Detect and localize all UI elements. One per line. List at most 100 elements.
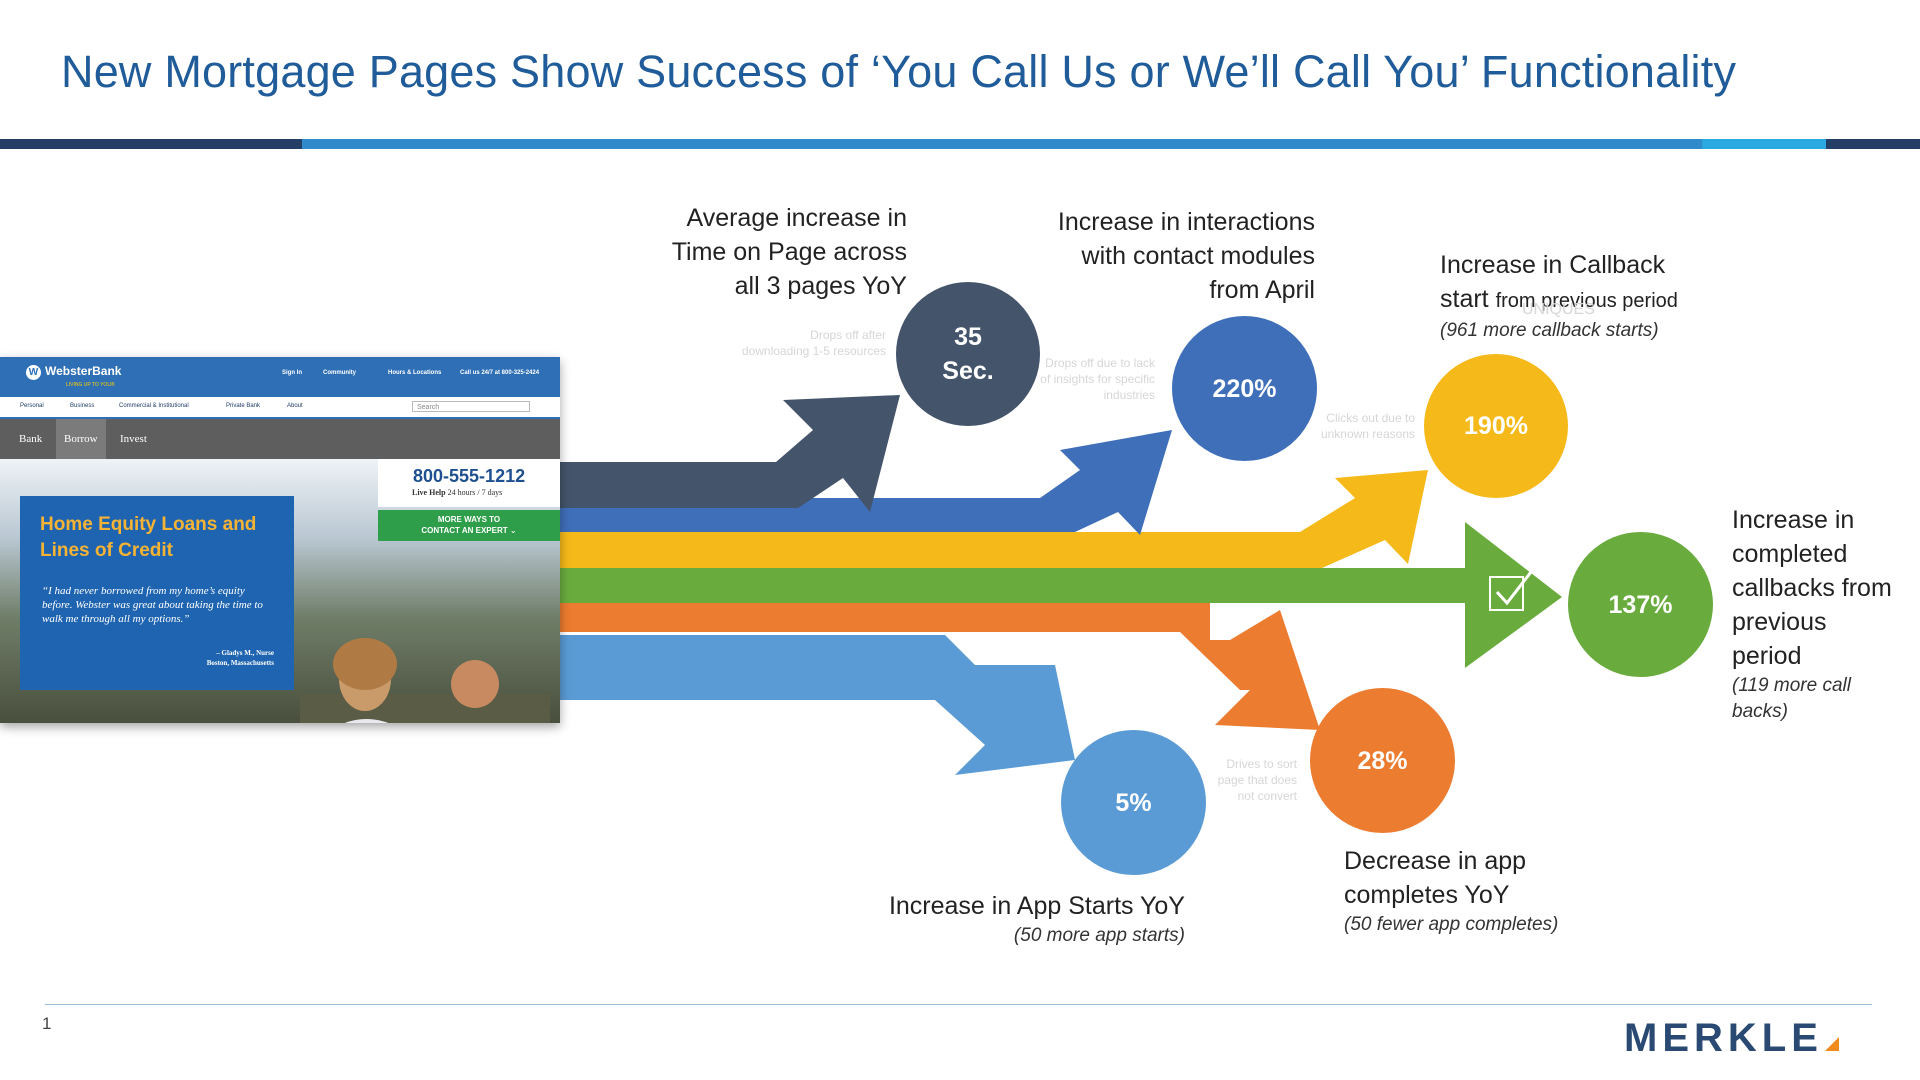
- site-hero-panel: Home Equity Loans and Lines of Credit “I…: [20, 496, 294, 690]
- site-phone-number: 800-555-1212: [413, 466, 526, 486]
- faint-line: page that does: [1217, 773, 1297, 787]
- arrow-app-completes: [550, 600, 1320, 730]
- label-line: callbacks from: [1732, 574, 1892, 602]
- site-hero-attribution: – Gladys M., Nurse Boston, Massachusetts: [207, 648, 274, 668]
- site-call-link: Call us 24/7 at 800-325-2424: [460, 370, 540, 376]
- site-nav-personal: Personal: [20, 403, 44, 409]
- label-line: Time on Page across: [671, 238, 907, 266]
- stat-callback-start-label: Increase in Callback start from previous…: [1440, 248, 1760, 344]
- label-small: from previous period: [1495, 290, 1678, 312]
- chevron-down-icon: ⌄: [509, 526, 517, 535]
- bubble-interactions: 220%: [1172, 316, 1317, 461]
- site-nav-business: Business: [70, 403, 95, 409]
- stat-interactions-label: Increase in interactions with contact mo…: [1020, 205, 1315, 307]
- faint-line: Drops off after: [810, 328, 886, 342]
- arrow-interactions: [550, 430, 1172, 535]
- header-band-left: [0, 139, 302, 149]
- site-tab-bank: Bank: [19, 433, 43, 445]
- more-ways-line2-text: CONTACT AN EXPERT: [421, 526, 508, 535]
- site-logo: W WebsterBank: [26, 364, 121, 380]
- faint-line: Clicks out due to: [1326, 411, 1415, 425]
- label-line: start from previous period: [1440, 282, 1760, 318]
- attribution-name: – Gladys M., Nurse: [216, 649, 274, 657]
- label-line: completed: [1732, 540, 1848, 568]
- faint-line: Drops off due to lack: [1045, 356, 1155, 370]
- bubble-value: 137%: [1608, 590, 1673, 619]
- bubble-value: 28%: [1357, 746, 1408, 775]
- faint-line: not convert: [1237, 789, 1297, 803]
- label-line: Increase in Callback: [1440, 251, 1666, 279]
- header-band-right: [1826, 139, 1920, 149]
- stat-app-completes-label: Decrease in app completes YoY (50 fewer …: [1344, 844, 1644, 938]
- site-tagline: LIVING UP TO YOU®: [66, 382, 115, 388]
- label-line: period: [1732, 642, 1802, 670]
- faint-line: Drives to sort: [1226, 757, 1297, 771]
- bubble-app-completes: 28%: [1310, 688, 1455, 833]
- header-band-middle: [302, 139, 1702, 149]
- stat-completed-callbacks-label: Increase in completed callbacks from pre…: [1732, 503, 1912, 725]
- page-number: 1: [42, 1014, 52, 1033]
- label-line: previous: [1732, 608, 1827, 636]
- faint-note-app-completes: Drives to sort page that does not conver…: [1180, 756, 1297, 804]
- bubble-completed-callbacks: 137%: [1568, 532, 1713, 677]
- stat-time-on-page-label: Average increase in Time on Page across …: [640, 201, 907, 303]
- checkbox-check-icon: [1489, 576, 1524, 611]
- label-line: Increase in interactions: [1057, 208, 1315, 236]
- faint-line: unknown reasons: [1320, 427, 1415, 441]
- faint-overlay-uniques: UNIQUES: [1522, 301, 1595, 318]
- site-nav-about: About: [287, 403, 303, 409]
- faint-note-callback-start: Clicks out due to unknown reasons: [1300, 410, 1415, 442]
- site-nav-private-bank: Private Bank: [226, 403, 261, 409]
- label-line: Increase in: [1732, 506, 1855, 534]
- site-live-help: Live Help 24 hours / 7 days: [412, 488, 502, 497]
- site-tabs: Bank Borrow Invest: [0, 419, 560, 459]
- logo-text: MERKLE: [1624, 1016, 1823, 1060]
- bubble-value: 220%: [1212, 374, 1277, 403]
- live-help-label: Live Help: [412, 488, 446, 497]
- site-nav: Personal Business Commercial & Instituti…: [0, 397, 560, 419]
- site-hours-link: Hours & Locations: [388, 370, 442, 376]
- page-title: New Mortgage Pages Show Success of ‘You …: [61, 46, 1737, 97]
- label-line: Decrease in app: [1344, 847, 1527, 875]
- site-tab-borrow: Borrow: [56, 419, 106, 459]
- label-line: from April: [1209, 276, 1315, 304]
- faint-note-interactions: Drops off due to lack of insights for sp…: [1010, 355, 1155, 403]
- label-line: Increase in App Starts YoY: [888, 892, 1185, 920]
- bubble-value: 190%: [1464, 412, 1528, 440]
- live-help-hours: 24 hours / 7 days: [447, 488, 503, 497]
- footer-rule: [45, 1004, 1872, 1005]
- site-brand-name: WebsterBank: [45, 364, 122, 378]
- stat-note: (50 more app starts): [1013, 925, 1185, 946]
- webster-w-icon: W: [26, 365, 41, 380]
- more-ways-line1: MORE WAYS TO: [437, 515, 501, 524]
- website-screenshot: W WebsterBank LIVING UP TO YOU® Sign In C…: [0, 357, 560, 723]
- site-hero-heading: Home Equity Loans and Lines of Credit: [40, 514, 257, 561]
- people-photo: [300, 638, 550, 723]
- bubble-unit: Sec.: [942, 357, 994, 385]
- bubble-value: 35: [954, 323, 982, 351]
- stat-note: (119 more call backs): [1732, 675, 1851, 722]
- arrow-callback-start: [550, 470, 1428, 568]
- arrow-time-on-page: [550, 395, 900, 512]
- label-line: all 3 pages YoY: [734, 272, 907, 300]
- site-nav-commercial: Commercial & Institutional: [119, 403, 189, 409]
- label-line: completes YoY: [1344, 881, 1510, 909]
- stat-note: (961 more callback starts): [1440, 320, 1659, 341]
- site-sign-in-link: Sign In: [282, 370, 302, 376]
- faint-line: of insights for specific: [1040, 372, 1155, 386]
- label-line: with contact modules: [1081, 242, 1315, 270]
- site-more-ways-button: MORE WAYS TO CONTACT AN EXPERT ⌄: [378, 510, 560, 541]
- stat-app-starts-label: Increase in App Starts YoY (50 more app …: [850, 889, 1185, 949]
- arrow-completed-callbacks: [550, 522, 1562, 668]
- site-search-input: Search: [412, 401, 530, 412]
- bubble-app-starts: 5%: [1061, 730, 1206, 875]
- stat-note: (50 fewer app completes): [1344, 914, 1559, 935]
- site-hero-quote: “I had never borrowed from my home’s equ…: [42, 585, 263, 625]
- label-word: start: [1440, 285, 1489, 313]
- bubble-value: 5%: [1115, 788, 1152, 817]
- bubble-callback-start: 190%: [1424, 354, 1568, 498]
- site-community-link: Community: [323, 370, 356, 376]
- faint-line: downloading 1-5 resources: [741, 344, 886, 358]
- more-ways-line2: CONTACT AN EXPERT ⌄: [378, 525, 560, 536]
